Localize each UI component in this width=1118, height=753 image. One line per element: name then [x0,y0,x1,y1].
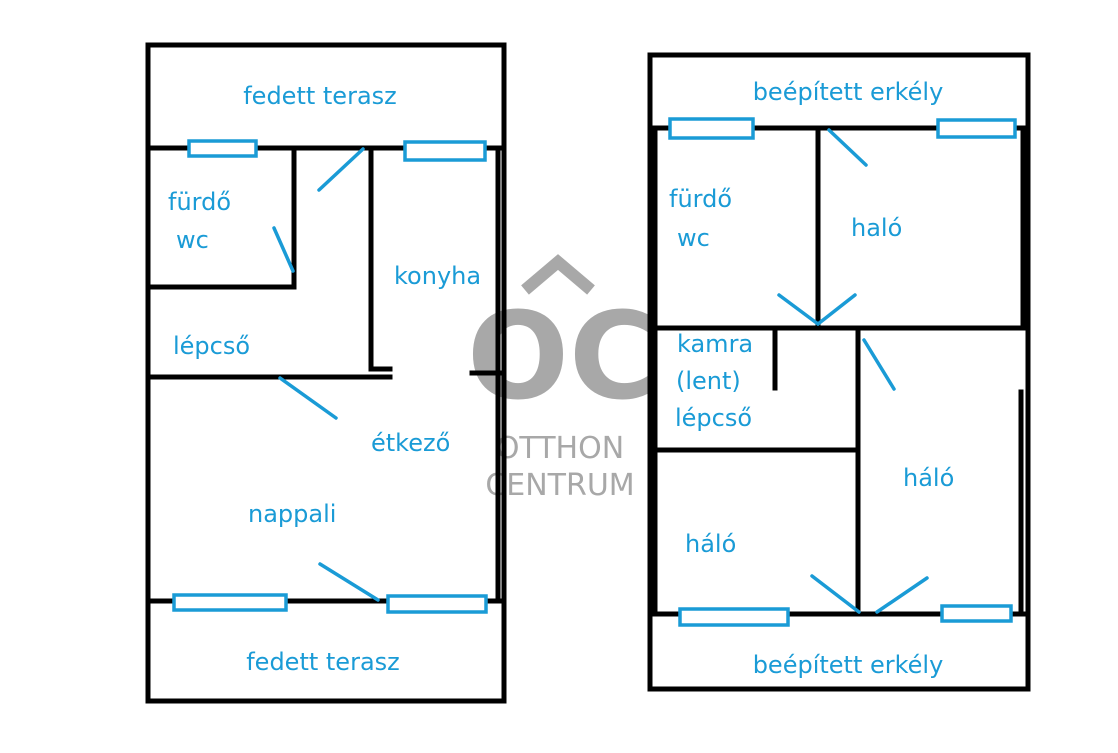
left-window-kitchen [403,140,487,162]
label-left-wc: wc [176,226,209,254]
label-left-terrace-bottom: fedett terasz [246,648,400,676]
right-door-bedroom-top [816,293,857,326]
left-window-bath [187,139,258,158]
label-right-bedroom-right: háló [903,464,954,492]
watermark-line2: CENTRUM [485,468,634,503]
label-right-balcony-top: beépített erkély [753,78,944,106]
right-door-bedroom-right-bottom [875,576,929,614]
otthon-centrum-watermark: OC OTTHON CENTRUM [467,254,657,503]
right-door-bedroom-right [862,338,896,391]
label-left-living: nappali [248,500,336,528]
right-outer-wall [647,52,1031,692]
right-door-bedroom-left [810,574,861,614]
right-window-bedroom-left [678,607,790,627]
label-left-stairs: lépcső [173,332,250,360]
right-window-bedroom-right [940,604,1013,623]
right-door-balcony [827,128,868,167]
label-right-bedroom-top: haló [851,214,902,242]
label-right-wc: wc [677,224,710,252]
right-window-bedroom-top [936,118,1017,139]
left-window-living-1 [172,593,288,612]
roof-icon [521,254,595,295]
label-left-bath: fürdő [168,188,231,216]
left-door-terrace [317,147,365,192]
left-door-stairs [278,376,338,420]
right-door-bath [777,293,820,326]
left-floor-plan: fedett terasz fürdő wc konyha lépcső étk… [145,42,507,704]
left-door-bath [272,226,295,273]
label-left-terrace-top: fedett terasz [243,82,397,110]
label-right-stairs: lépcső [675,404,752,432]
left-door-living [318,562,380,602]
label-right-bath: fürdő [669,185,732,213]
right-window-bath [668,117,755,140]
label-right-pantry: kamra [677,330,753,358]
label-left-kitchen: konyha [394,262,481,290]
right-floor-plan: beépített erkély fürdő wc haló kamra (le… [647,52,1031,692]
label-left-dining: étkező [371,429,450,457]
watermark-logo: OC [467,288,657,427]
label-right-bedroom-left: háló [685,530,736,558]
label-right-pantry-note: (lent) [676,367,741,395]
watermark-line1: OTTHON [496,431,624,466]
left-window-living-2 [386,594,488,614]
label-right-balcony-bottom: beépített erkély [753,651,944,679]
